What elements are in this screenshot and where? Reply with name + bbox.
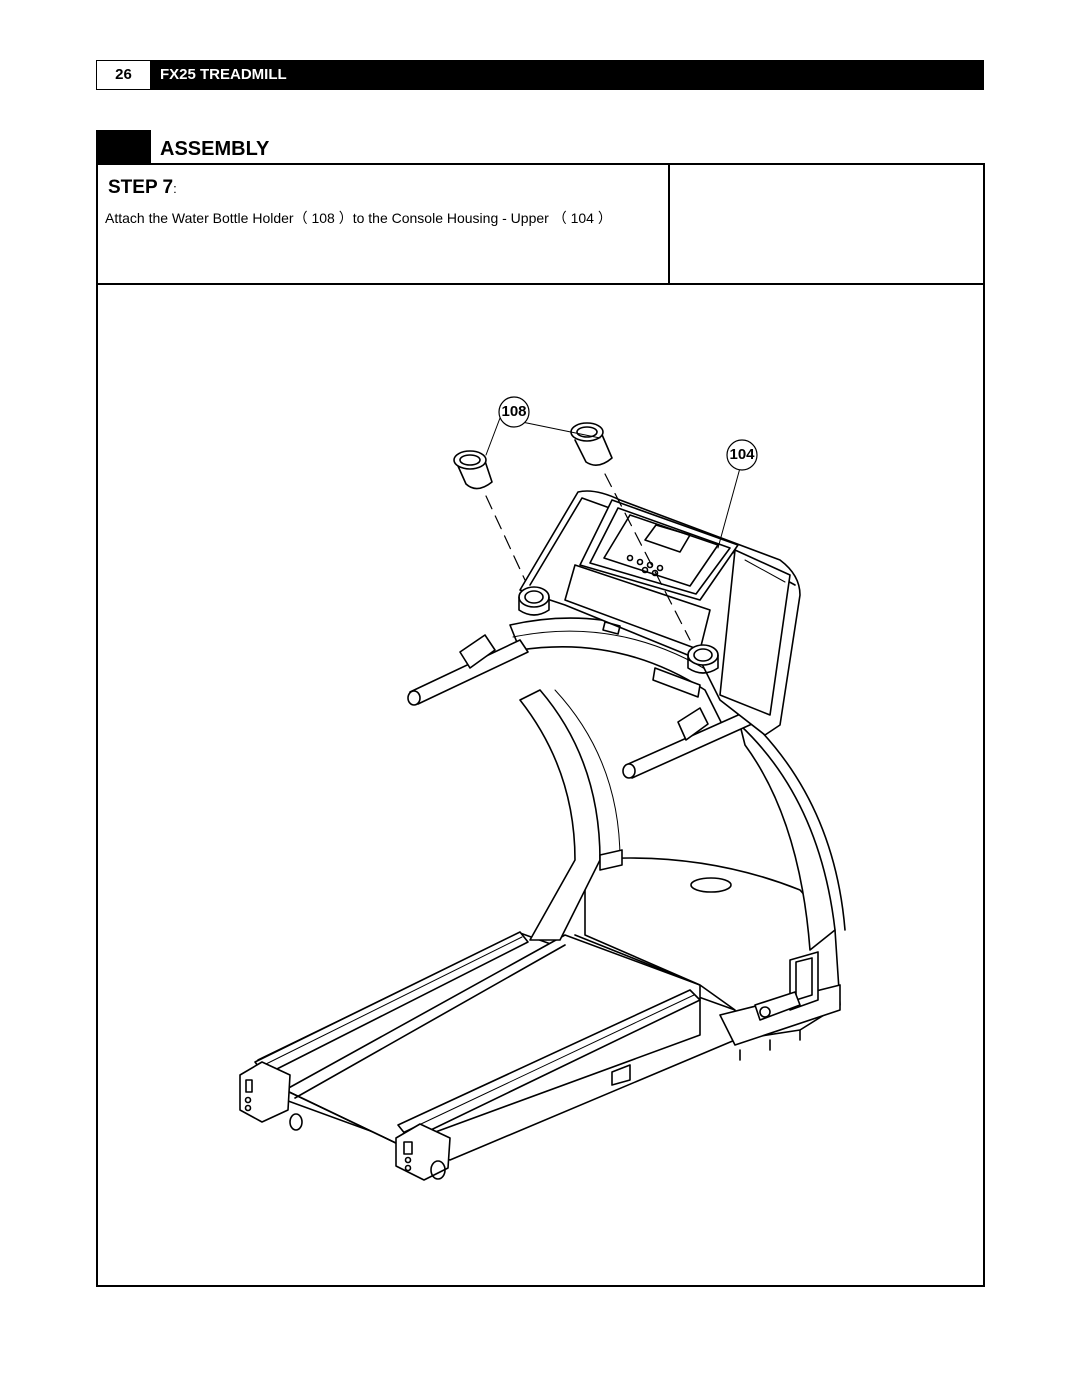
section-title: ASSEMBLY bbox=[160, 138, 270, 160]
treadmill-uprights bbox=[519, 689, 846, 951]
callout-label-104: 104 bbox=[729, 446, 755, 463]
page-number: 26 bbox=[97, 61, 151, 89]
treadmill-deck bbox=[239, 857, 841, 1181]
page-header: 26 FX25 TREADMILL bbox=[96, 60, 984, 90]
callout-label-108: 108 bbox=[501, 403, 527, 420]
callout-104 bbox=[726, 439, 758, 471]
assembly-figure-frame bbox=[96, 283, 985, 1287]
step-instruction-text: Attach the Water Bottle Holder（ 108 ）to … bbox=[105, 210, 612, 226]
step-heading: STEP 7: bbox=[108, 177, 177, 199]
console-housing bbox=[518, 490, 801, 736]
step-colon: : bbox=[173, 181, 177, 196]
step-label: STEP 7 bbox=[108, 177, 174, 198]
callout-leaders bbox=[485, 417, 741, 549]
callout-108 bbox=[498, 396, 530, 428]
water-bottle-holders bbox=[453, 422, 691, 641]
section-marker bbox=[96, 130, 151, 163]
document-title: FX25 TREADMILL bbox=[160, 66, 287, 83]
